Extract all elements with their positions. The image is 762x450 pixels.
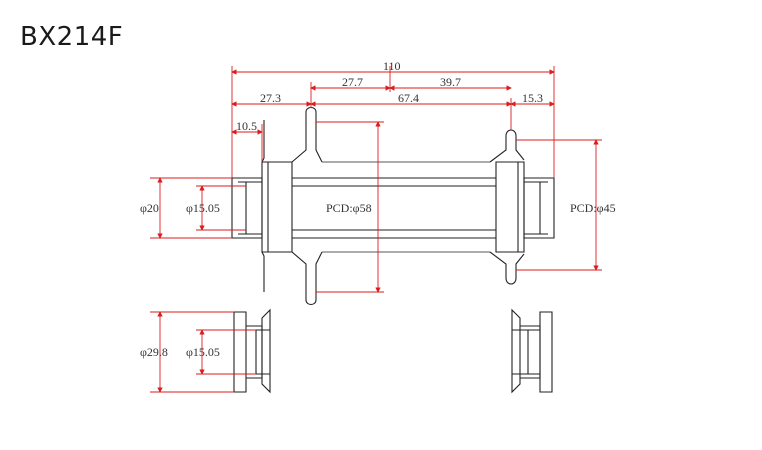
drawing-title: BX214F xyxy=(20,22,124,52)
dim-flange-spacing: 67.4 xyxy=(398,91,419,105)
dimension-lines xyxy=(150,66,602,293)
dim-right-pcd: PCD:φ45 xyxy=(570,201,616,215)
dim-adapter-axle-diameter: φ15.05 xyxy=(186,345,220,359)
dim-overall-width: 110 xyxy=(383,59,401,73)
dim-adapter-diameter: φ29.8 xyxy=(140,345,168,359)
dim-left-offset: 27.3 xyxy=(260,91,281,105)
dim-axle-diameter: φ15.05 xyxy=(186,201,220,215)
dim-left-pcd: PCD:φ58 xyxy=(326,201,372,215)
dim-center-to-right: 39.7 xyxy=(440,75,461,89)
hub-body xyxy=(231,106,555,306)
dim-end-cap-width: 10.5 xyxy=(236,119,257,133)
dim-left-to-center: 27.7 xyxy=(342,75,363,89)
right-adapter xyxy=(511,308,553,394)
left-adapter xyxy=(233,308,271,394)
dim-end-cap-diameter: φ20 xyxy=(140,201,159,215)
dim-right-offset: 15.3 xyxy=(522,91,543,105)
left-adapter-dimensions xyxy=(150,311,256,393)
